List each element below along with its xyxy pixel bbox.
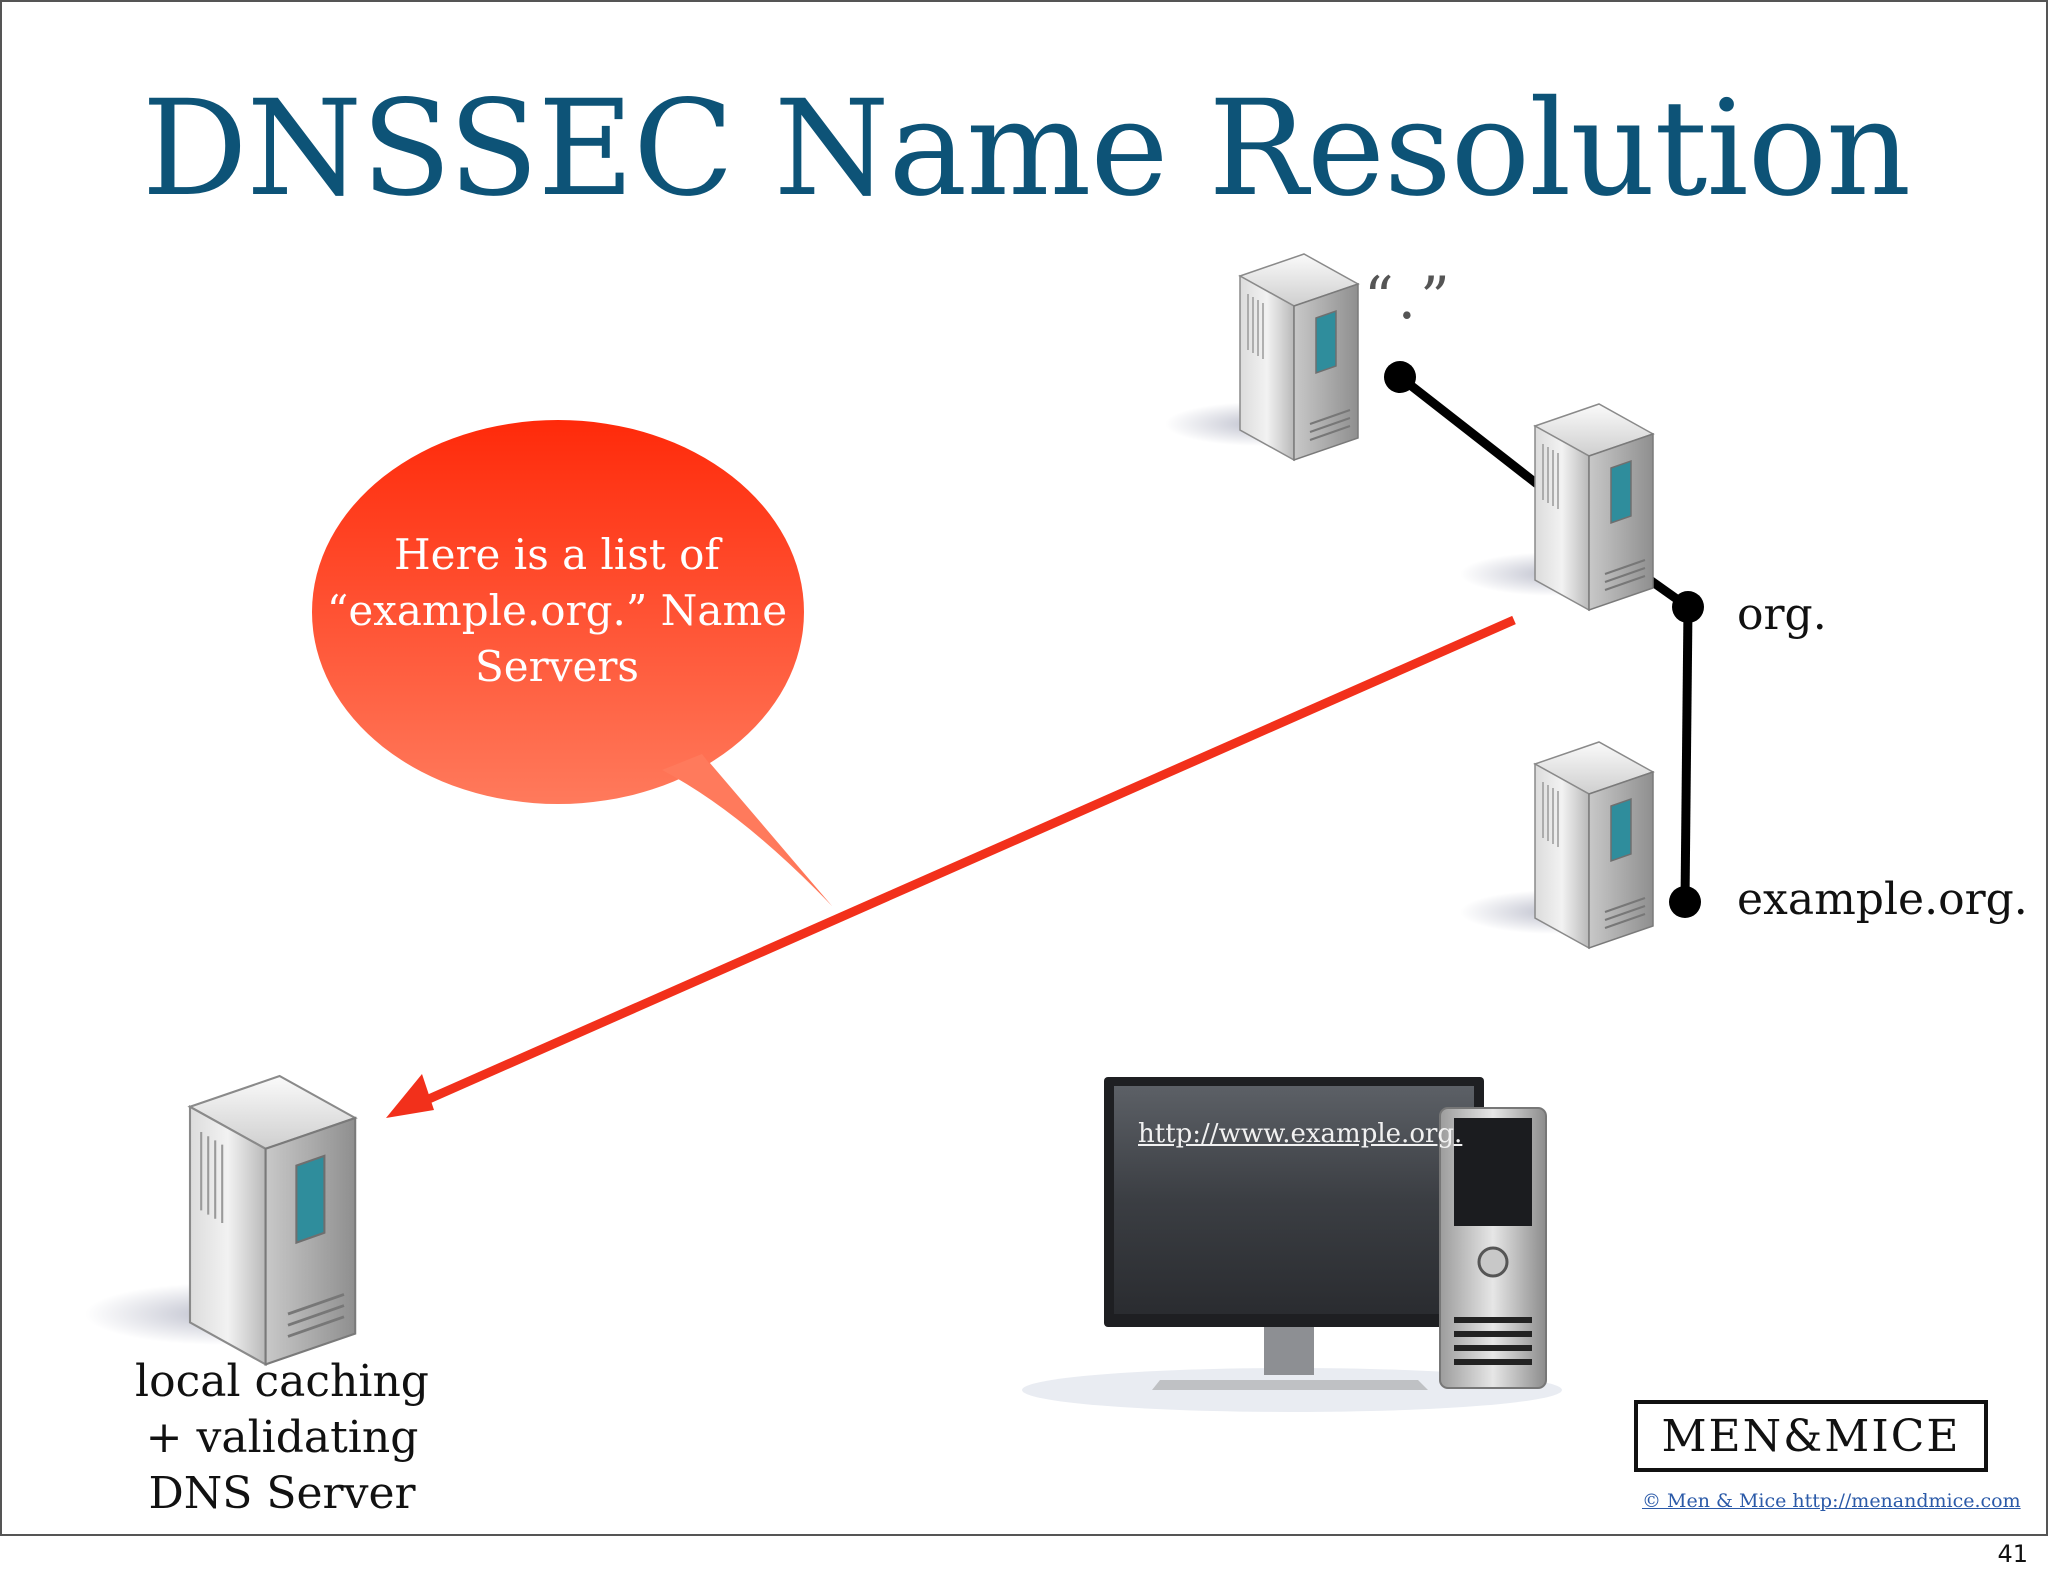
slide: DNSSEC Name Resolution “.” org. example.… xyxy=(0,0,2048,1536)
root-server-icon xyxy=(1164,253,1359,461)
org-server-icon xyxy=(1459,403,1654,611)
response-arrow xyxy=(386,615,1516,1118)
tree-line-root-org xyxy=(1397,373,1540,488)
slide-title: DNSSEC Name Resolution xyxy=(141,72,1911,226)
speech-bubble-text: Here is a list of “example.org.” Name Se… xyxy=(326,530,788,691)
browser-url: http://www.example.org. xyxy=(1138,1119,1463,1149)
example-server-icon xyxy=(1459,741,1654,949)
example-zone-label: example.org. xyxy=(1737,874,2028,925)
copyright-link[interactable]: © Men & Mice http://menandmice.com xyxy=(1642,1490,2021,1512)
root-zone-label: “.” xyxy=(1364,264,1454,332)
root-node-dot xyxy=(1384,361,1416,393)
tree-line-org-example xyxy=(1680,606,1693,903)
org-node-dot xyxy=(1672,591,1704,623)
example-node-dot xyxy=(1669,886,1701,918)
org-zone-label: org. xyxy=(1737,589,1827,640)
zone-tree-lines xyxy=(1384,361,1704,918)
workstation-icon xyxy=(1022,1077,1562,1412)
diagram-canvas xyxy=(83,253,1704,1412)
page-number: 41 xyxy=(1997,1540,2028,1568)
company-logo: MEN&MICE xyxy=(1634,1400,1988,1472)
local-server-label: local caching + validating DNS Server xyxy=(135,1356,429,1519)
local-server-icon xyxy=(83,1074,357,1366)
speech-bubble xyxy=(312,420,832,906)
